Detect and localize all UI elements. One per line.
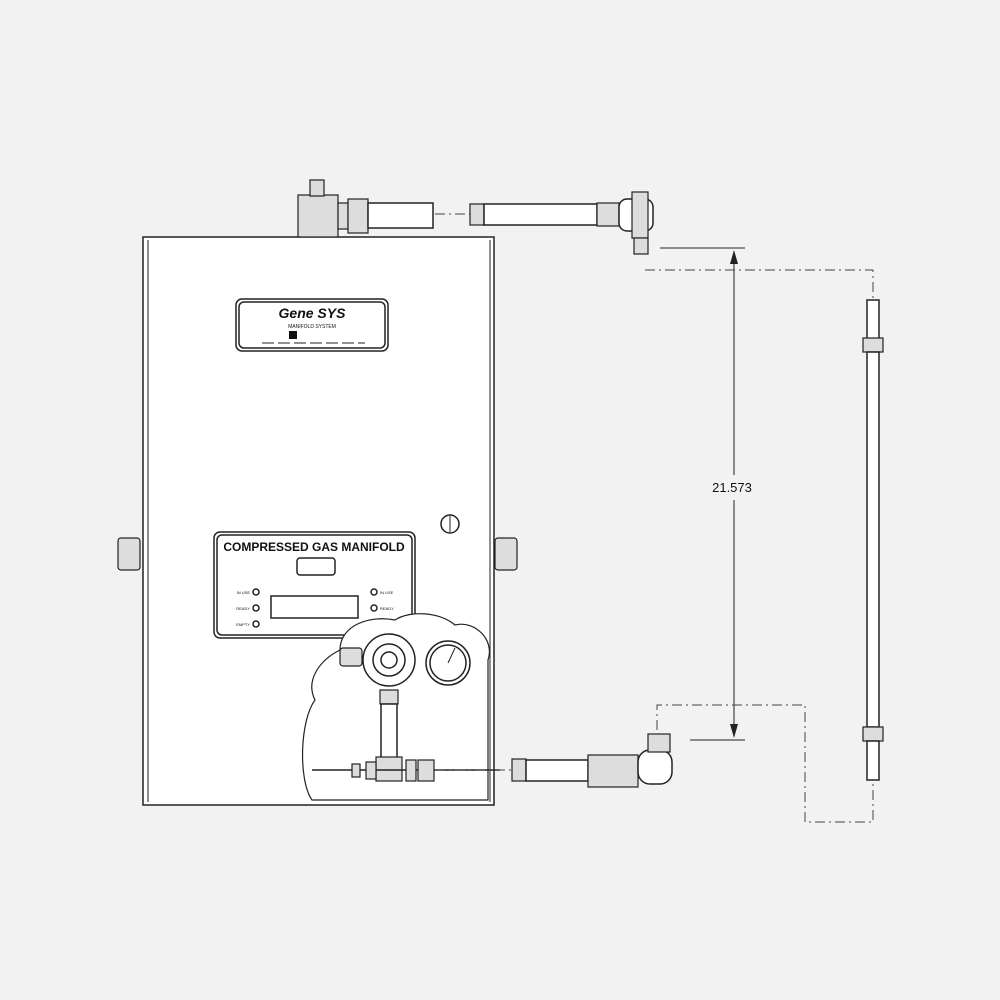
indicator-light (370, 604, 378, 612)
dimension-value: 21.573 (712, 480, 752, 495)
top-inlet-assembly (297, 179, 654, 255)
indicator-light (252, 588, 260, 596)
left-handle (117, 537, 141, 571)
control-panel: COMPRESSED GAS MANIFOLD IN USE READY EMP… (213, 531, 416, 639)
lock-icon (440, 514, 460, 534)
indicator-label: IN USE (380, 590, 394, 595)
indicator-label: EMPTY (236, 622, 250, 627)
regulator (312, 633, 500, 782)
indicator-light (252, 620, 260, 628)
logo-plate: Gene SYS MANIFOLD SYSTEM (235, 298, 389, 352)
indicator-label: IN USE (237, 590, 251, 595)
indicator-label: READY (380, 606, 394, 611)
bottom-outlet-assembly (435, 733, 673, 788)
panel-title: COMPRESSED GAS MANIFOLD (223, 540, 405, 554)
indicator-label: READY (236, 606, 250, 611)
small-display (296, 557, 336, 576)
routing-line-top (645, 269, 874, 300)
dimension-21-573: 21.573 (660, 247, 752, 741)
logo-brand: Gene SYS (279, 305, 347, 321)
main-display (270, 595, 359, 619)
right-handle (494, 537, 518, 571)
indicator-light (252, 604, 260, 612)
vertical-hose (862, 299, 884, 781)
logo-subtitle: MANIFOLD SYSTEM (288, 324, 336, 330)
routing-line-bottom (656, 704, 874, 823)
indicator-light (370, 588, 378, 596)
